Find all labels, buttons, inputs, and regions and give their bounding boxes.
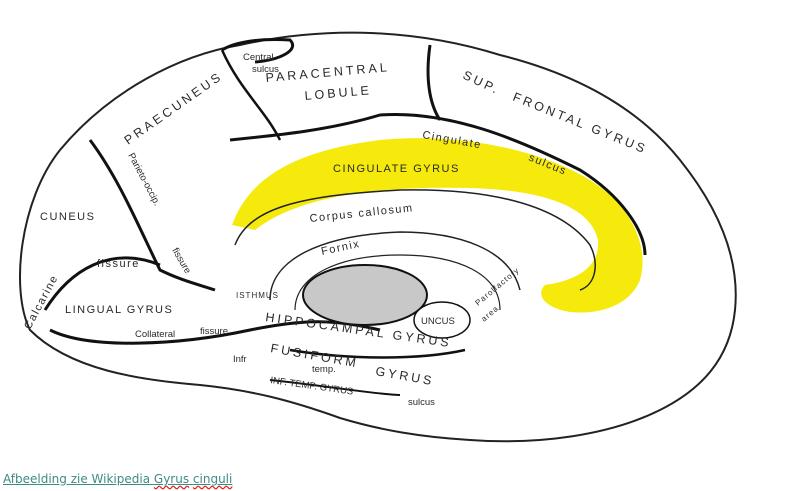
wikipedia-image-link[interactable]: Afbeelding zie Wikipedia Gyrus cinguli — [3, 472, 232, 486]
cingulate-gyrus-highlight — [232, 138, 643, 313]
hippocampal-lower-line — [289, 348, 466, 359]
central-sulcus-label-2: sulcus — [252, 64, 279, 75]
uncus-outline — [413, 301, 471, 339]
lobule-label: LOBULE — [304, 83, 372, 103]
caption-word-gyrus: Gyrus — [153, 472, 190, 486]
inf-temp-sulcus — [269, 379, 401, 396]
central-sulcus-label: Central — [243, 52, 274, 63]
cingulate-gyrus-label: CINGULATE GYRUS — [333, 163, 460, 175]
brain-medial-surface-diagram: Central sulcus PARACENTRAL LOBULE SUP. F… — [19, 31, 737, 443]
collateral-label: Collateral — [135, 329, 175, 340]
caption-word-cinguli: cinguli — [192, 472, 233, 486]
parieto-occipital-fissure — [88, 139, 216, 292]
caption-text: Afbeelding zie Wikipedia — [3, 472, 154, 486]
fissure-calc-label: fissure — [97, 258, 140, 270]
temp-label: temp. — [312, 364, 336, 375]
cingulate-sulcus-line — [229, 112, 647, 256]
sulcus-inf-label: sulcus — [408, 397, 435, 408]
collateral-fissure — [49, 320, 381, 345]
calcarine-fissure — [43, 256, 161, 311]
infr-label: Infr — [233, 354, 247, 365]
thalamus-grey — [302, 264, 428, 326]
cuneus-label: CUNEUS — [40, 211, 95, 223]
corpus-callosum-outline — [234, 189, 596, 291]
lingual-gyrus-label: LINGUAL GYRUS — [65, 304, 173, 316]
thalamus-region-outline — [294, 254, 501, 311]
paracentral-boundary — [220, 49, 282, 141]
uncus-label: UNCUS — [421, 316, 455, 327]
fissure-coll-label: fissure — [200, 326, 228, 337]
fornix-outline — [269, 231, 521, 301]
isthmus-label: ISTHMUS — [236, 291, 279, 300]
paracentral-frontal-boundary — [426, 44, 442, 121]
central-sulcus-line — [221, 38, 294, 64]
